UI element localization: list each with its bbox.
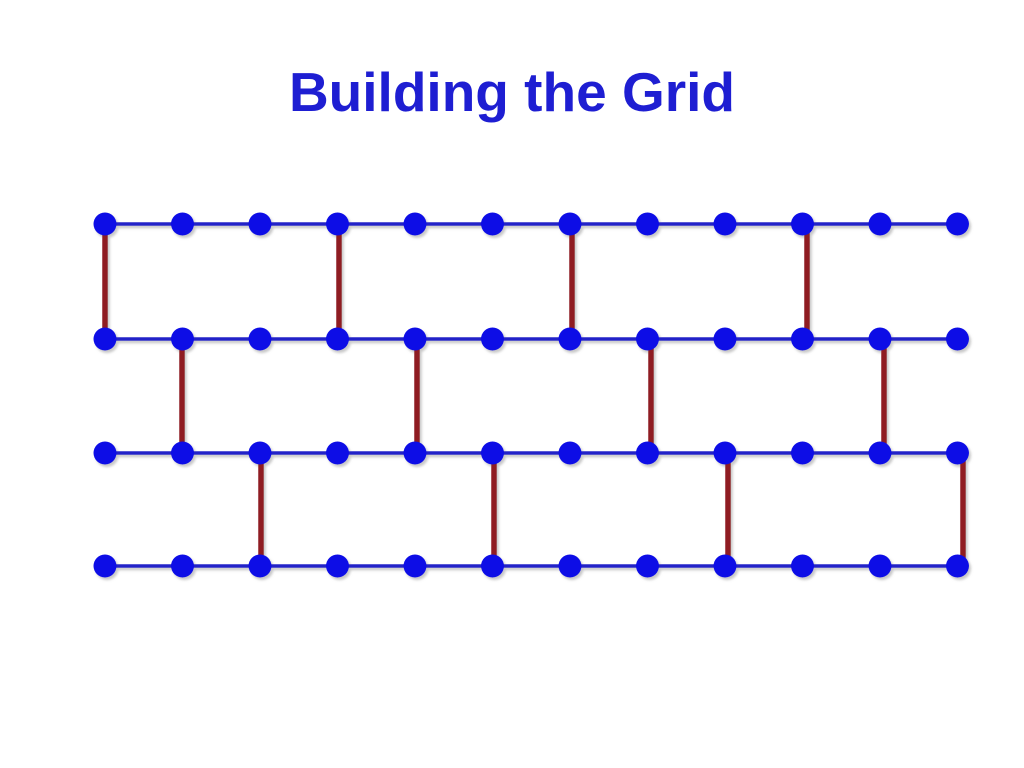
grid-node-r2-c9 <box>713 327 737 351</box>
grid-node-r2-c3 <box>248 327 272 351</box>
grid-node-r1-c7 <box>558 212 582 236</box>
grid-node-r1-c12 <box>946 212 969 236</box>
grid-node-r1-c11 <box>868 212 892 236</box>
grid-node-r4-c4 <box>326 554 349 578</box>
grid-node-r3-c7 <box>558 441 582 465</box>
grid-node-r4-c5 <box>403 554 427 578</box>
grid-node-r2-c6 <box>481 327 504 351</box>
grid-node-r3-c8 <box>636 441 659 465</box>
grid-node-r2-c7 <box>558 327 582 351</box>
grid-node-r4-c9 <box>713 554 737 578</box>
grid-node-r1-c10 <box>791 212 814 236</box>
grid-node-r3-c10 <box>791 441 814 465</box>
grid-node-r1-c2 <box>171 212 194 236</box>
grid-node-r1-c6 <box>481 212 504 236</box>
grid-node-r3-c2 <box>171 441 194 465</box>
grid-node-r2-c5 <box>403 327 427 351</box>
grid-node-r3-c3 <box>248 441 272 465</box>
slide-title: Building the Grid <box>288 61 736 123</box>
grid-node-r3-c9 <box>713 441 737 465</box>
grid-node-r1-c5 <box>403 212 427 236</box>
grid-node-r1-c8 <box>636 212 659 236</box>
grid-node-r4-c3 <box>248 554 272 578</box>
grid-layer <box>93 212 969 578</box>
grid-node-r4-c7 <box>558 554 582 578</box>
grid-node-r1-c9 <box>713 212 737 236</box>
grid-node-r2-c8 <box>636 327 659 351</box>
grid-node-r3-c5 <box>403 441 427 465</box>
grid-node-r3-c6 <box>481 441 504 465</box>
grid-node-r4-c12 <box>946 554 969 578</box>
grid-node-r4-c10 <box>791 554 814 578</box>
grid-node-r2-c4 <box>326 327 349 351</box>
grid-node-r3-c12 <box>946 441 969 465</box>
grid-node-r1-c3 <box>248 212 272 236</box>
grid-node-r4-c8 <box>636 554 659 578</box>
grid-node-r2-c2 <box>171 327 194 351</box>
grid-node-r2-c11 <box>868 327 892 351</box>
grid-node-r2-c10 <box>791 327 814 351</box>
grid-node-r4-c1 <box>93 554 117 578</box>
grid-node-r4-c2 <box>171 554 194 578</box>
grid-node-r4-c6 <box>481 554 504 578</box>
grid-node-r1-c1 <box>93 212 117 236</box>
grid-node-r3-c1 <box>93 441 117 465</box>
grid-node-r2-c1 <box>93 327 117 351</box>
grid-node-r1-c4 <box>326 212 349 236</box>
grid-node-r2-c12 <box>946 327 969 351</box>
grid-node-r4-c11 <box>868 554 892 578</box>
grid-node-r3-c11 <box>868 441 892 465</box>
grid-node-r3-c4 <box>326 441 349 465</box>
